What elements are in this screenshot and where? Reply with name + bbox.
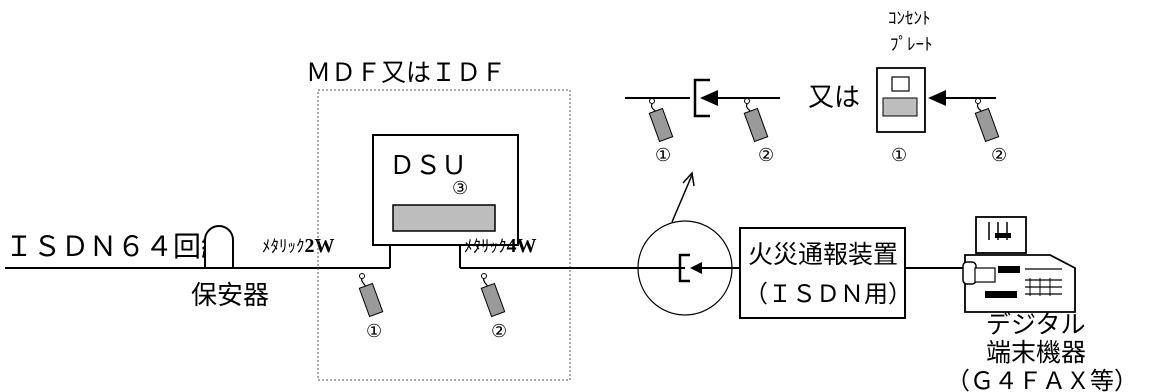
detail-tag-2-label: ② — [758, 145, 774, 166]
fire-alarm-device-label-2: （ＩＳＤＮ用） — [744, 280, 912, 308]
protector-label: 保安器 — [191, 281, 269, 311]
callout-arrowhead — [682, 171, 695, 187]
protector-symbol — [204, 225, 234, 269]
mdf-idf-label: ＭＤＦ又はＩＤＦ — [306, 58, 506, 87]
tag-1-label: ① — [366, 321, 382, 342]
outlet-arrow — [928, 90, 946, 106]
tag-2-label: ② — [491, 321, 507, 342]
terminal-label-1: デジタル — [986, 310, 1086, 339]
outlet-tag-2-label: ② — [991, 145, 1007, 166]
outlet-tag-2 — [974, 98, 1000, 143]
dsu-screen — [392, 204, 496, 232]
mdf-idf-box — [317, 89, 571, 381]
circle-connector-symbol — [678, 253, 690, 283]
metallic-4w-label: ﾒﾀﾘｯｸ4W — [464, 235, 537, 257]
terminal-label-3: （Ｇ４ＦＡＸ等） — [946, 367, 1138, 392]
detail-tag-1 — [648, 98, 674, 143]
circle-arrow — [690, 262, 702, 274]
or-label: 又は — [808, 83, 860, 113]
dsu-number: ③ — [452, 178, 468, 199]
dsu-label: ＤＳＵ — [389, 151, 467, 181]
fire-alarm-device-label-1: 火災通報装置 — [748, 240, 898, 269]
cable-tag-1 — [358, 273, 384, 318]
detail-tag-2 — [743, 98, 769, 143]
outlet-plug — [882, 97, 918, 117]
detail-tag-1-label: ① — [655, 145, 671, 166]
callout-arrow-line — [671, 174, 693, 223]
outlet-jack — [891, 76, 910, 92]
fax-machine-icon — [962, 216, 1076, 313]
fire-alarm-device-box — [739, 227, 906, 319]
outlet-tag-1-label: ① — [891, 145, 907, 166]
detail-connector — [693, 78, 710, 118]
cable-tag-2 — [480, 273, 506, 318]
outlet-plate-label-1: ｺﾝｾﾝﾄ — [888, 9, 931, 29]
terminal-label-2: 端末機器 — [986, 338, 1086, 367]
metallic-2w-label: ﾒﾀﾘｯｸ2W — [262, 235, 335, 257]
detail-arrow — [700, 90, 718, 106]
outlet-plate-label-2: ﾌﾟﾚｰﾄ — [890, 35, 933, 55]
isdn-line-label: ＩＳＤＮ６４回線 — [5, 230, 229, 263]
